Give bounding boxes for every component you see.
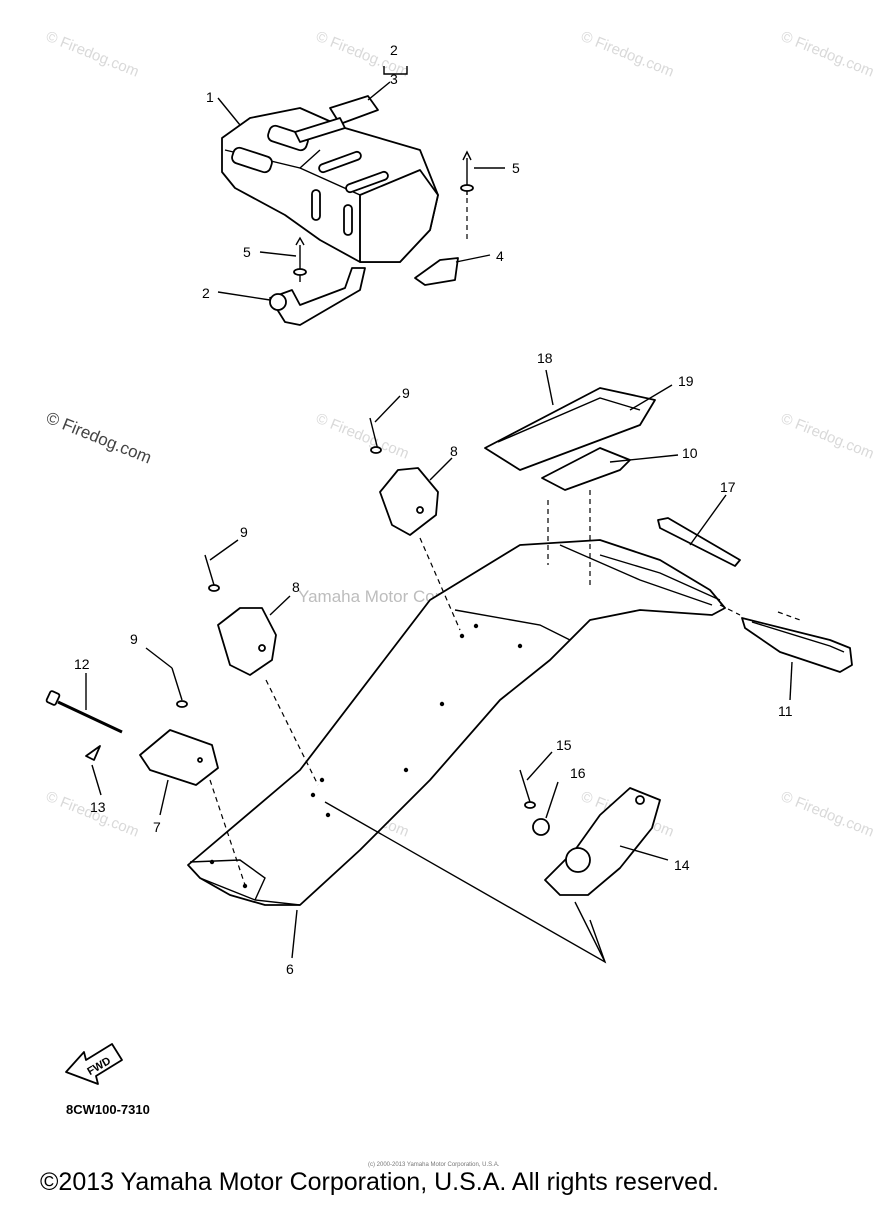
callout-17: 17 — [720, 479, 736, 495]
watermark: © Firedog.com — [314, 410, 412, 463]
bolt-15 — [519, 769, 536, 809]
callout-9: 9 — [130, 631, 138, 647]
tail-pads — [484, 387, 656, 585]
watermark: © Firedog.com — [779, 28, 877, 81]
callout-9: 9 — [240, 524, 248, 540]
bolt-9-lower — [171, 667, 188, 708]
hinge-7 — [139, 729, 246, 886]
callout-16: 16 — [570, 765, 586, 781]
callout-1: 1 — [206, 89, 214, 105]
callout-labels: 1 2 3 5 5 4 2 18 19 9 8 10 17 9 8 9 12 1… — [74, 42, 793, 977]
watermark: © Firedog.com — [779, 410, 877, 463]
watermark: © Firedog.com — [579, 28, 677, 81]
rail-17 — [657, 517, 741, 567]
bolt-9-middle — [204, 554, 220, 592]
callout-6: 6 — [286, 961, 294, 977]
callout-11: 11 — [778, 703, 793, 719]
callout-2: 2 — [390, 42, 398, 58]
callout-12: 12 — [74, 656, 90, 672]
battery-bracket — [269, 267, 366, 326]
leader-lines — [85, 66, 793, 959]
collar-16 — [532, 818, 550, 836]
callout-14: 14 — [674, 857, 690, 873]
fine-print: (c) 2000-2013 Yamaha Motor Corporation, … — [368, 1162, 500, 1168]
fwd-arrow: FWD — [65, 1043, 123, 1085]
callout-5: 5 — [512, 160, 520, 176]
watermark-dark: © Firedog.com — [44, 408, 155, 467]
watermark: © Firedog.com — [779, 788, 877, 841]
bolt-12 — [45, 690, 123, 734]
callout-9: 9 — [402, 385, 410, 401]
leader-6b — [574, 901, 606, 963]
bolt-5-left — [293, 236, 307, 282]
callout-2: 2 — [202, 285, 210, 301]
callout-8: 8 — [450, 443, 458, 459]
copyright: ©2013 Yamaha Motor Corporation, U.S.A. A… — [40, 1168, 719, 1196]
callout-19: 19 — [678, 373, 694, 389]
rear-fender — [187, 539, 726, 906]
grab-bar — [719, 604, 853, 673]
callout-18: 18 — [537, 350, 553, 366]
callout-10: 10 — [682, 445, 698, 461]
battery-box — [221, 107, 439, 263]
pin-13 — [85, 745, 101, 761]
bolt-9-upper — [369, 417, 382, 454]
watermark: © Firedog.com — [44, 28, 142, 81]
callout-13: 13 — [90, 799, 106, 815]
callout-7: 7 — [153, 819, 161, 835]
callout-4: 4 — [496, 248, 504, 264]
bolt-5-right — [460, 150, 474, 240]
clip-4 — [414, 257, 459, 286]
bracket-14 — [544, 787, 661, 896]
callout-15: 15 — [556, 737, 572, 753]
bracket-8-upper — [379, 467, 461, 631]
callout-5: 5 — [243, 244, 251, 260]
diagram-code: 8CW100-7310 — [66, 1102, 150, 1117]
bracket-8-lower — [217, 607, 319, 786]
callout-3: 3 — [390, 71, 398, 87]
callout-8: 8 — [292, 579, 300, 595]
battery-strap — [294, 95, 379, 143]
